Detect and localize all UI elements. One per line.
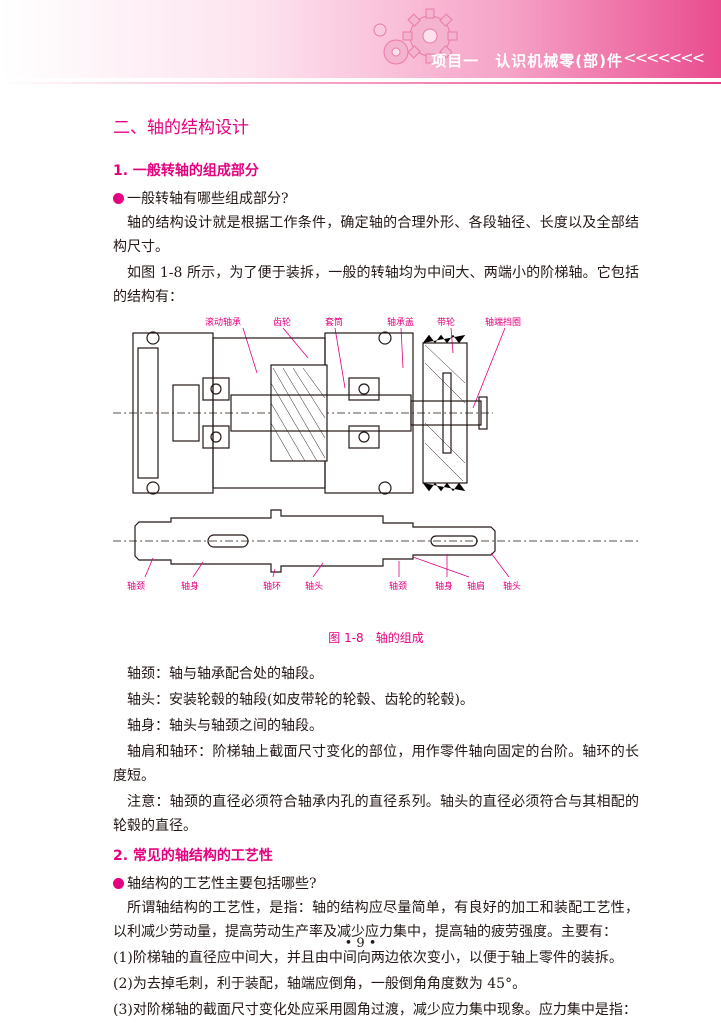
definition-shoulder: 轴肩和轴环：阶梯轴上截面尺寸变化的部位，用作零件轴向固定的台阶。轴环的长度短。 (113, 744, 639, 784)
header-chevrons: <<<<<<< (623, 48, 705, 67)
label-body-2: 轴身 (435, 580, 453, 592)
label-bearing-cover: 轴承盖 (387, 316, 414, 328)
label-rolling-bearing: 滚动轴承 (205, 316, 241, 328)
shaft-figure: 滚动轴承 齿轮 套筒 轴承盖 带轮 轴端挡圈 (113, 313, 639, 625)
label-sleeve: 套筒 (325, 316, 343, 328)
subsection-2-title: 2. 常见的轴结构的工艺性 (113, 848, 273, 864)
label-head-2: 轴头 (503, 580, 521, 592)
list-item: (1)阶梯轴的直径应中间大，并且由中间向两边依次变小，以便于轴上零件的装拆。 (113, 950, 623, 966)
bullet-dot-icon (113, 193, 124, 204)
list-item: (3)对阶梯轴的截面尺寸变化处应采用圆角过渡，减少应力集中现象。应力集中是指： (113, 1002, 637, 1018)
label-journal-1: 轴颈 (127, 580, 145, 592)
label-body-1: 轴身 (181, 580, 199, 592)
list-item: (2)为去掉毛刺，利于装配，轴端应倒角，一般倒角角度数为 45°。 (113, 976, 527, 992)
definition-journal: 轴颈：轴与轴承配合处的轴段。 (127, 666, 323, 682)
label-journal-2: 轴颈 (389, 580, 407, 592)
paragraph: 如图 1-8 所示，为了便于装拆，一般的转轴均为中间大、两端小的阶梯轴。它包括的… (113, 265, 639, 305)
label-collar: 轴环 (263, 580, 281, 592)
figure-caption: 图 1-8 轴的组成 (328, 631, 424, 645)
definition-head: 轴头：安装轮毂的轴段(如皮带轮的轮毂、齿轮的轮毂)。 (127, 692, 474, 708)
label-gear: 齿轮 (273, 316, 291, 328)
paragraph: 所谓轴结构的工艺性，是指：轴的结构应尽量简单，有良好的加工和装配工艺性，以利减少… (113, 900, 639, 940)
shaft-diagram: 滚动轴承 齿轮 套筒 轴承盖 带轮 轴端挡圈 (113, 316, 639, 592)
label-pulley: 带轮 (437, 316, 455, 328)
page-number: • 9 • (344, 936, 377, 951)
question-1: 一般转轴有哪些组成部分? (113, 187, 639, 211)
definition-body: 轴身：轴头与轴颈之间的轴段。 (127, 718, 323, 734)
question-2: 轴结构的工艺性主要包括哪些? (113, 872, 639, 896)
note: 注意：轴颈的直径必须符合轴承内孔的直径系列。轴头的直径必须符合与其相配的轮毂的直… (113, 794, 639, 834)
label-shoulder: 轴肩 (467, 580, 485, 592)
gear-decoration-icon (373, 8, 458, 65)
section-title: 二、轴的结构设计 (113, 118, 249, 138)
page-content: 二、轴的结构设计 1. 一般转轴的组成部分 一般转轴有哪些组成部分? 轴的结构设… (113, 115, 639, 1024)
subsection-1-title: 1. 一般转轴的组成部分 (113, 163, 259, 179)
label-end-retainer: 轴端挡圈 (485, 316, 521, 328)
header-divider (0, 82, 721, 84)
page-header: 项目一 认识机械零(部)件 <<<<<<< (0, 0, 721, 78)
header-title: 项目一 认识机械零(部)件 (431, 52, 623, 70)
bullet-dot-icon (113, 878, 124, 889)
label-head-1: 轴头 (305, 580, 323, 592)
paragraph: 轴的结构设计就是根据工作条件，确定轴的合理外形、各段轴径、长度以及全部结构尺寸。 (113, 215, 639, 255)
